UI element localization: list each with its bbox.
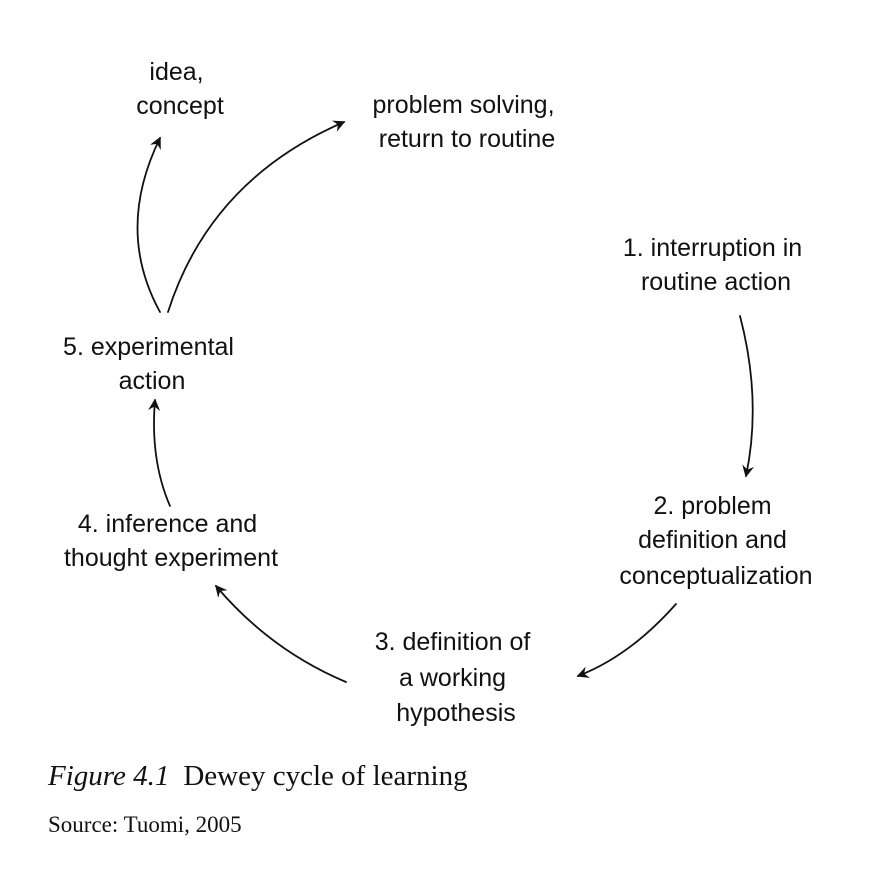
figure-source: Source: Tuomi, 2005 <box>48 812 242 837</box>
arrow-step3-to-step4 <box>215 584 347 683</box>
label-problem-solving: problem solving, return to routine <box>373 91 562 153</box>
figure-caption: Figure 4.1 Dewey cycle of learning <box>48 760 468 793</box>
label-step-5-line-2: action <box>119 367 186 395</box>
label-step-2-line-2: definition and <box>638 526 787 554</box>
label-step-2: 2. problem definition and conceptualizat… <box>619 492 812 590</box>
arrow-step5-to-problem-solving <box>167 120 346 313</box>
label-step-1: 1. interruption in routine action <box>623 234 809 296</box>
label-idea-concept-line-2: concept <box>136 92 224 120</box>
label-step-2-line-1: 2. problem <box>653 492 771 520</box>
cycle-diagram: idea, concept problem solving, return to… <box>63 58 813 727</box>
arrow-step4-to-step5 <box>148 398 171 507</box>
arrow-step1-to-step2 <box>739 315 755 478</box>
label-step-4: 4. inference and thought experiment <box>64 510 278 572</box>
label-step-3-line-3: hypothesis <box>396 699 516 727</box>
label-step-3: 3. definition of a working hypothesis <box>375 628 538 727</box>
figure-number: Figure 4.1 <box>48 760 170 792</box>
label-step-4-line-1: 4. inference and <box>78 510 257 538</box>
label-step-2-line-3: conceptualization <box>619 562 812 590</box>
arrow-step2-to-step3 <box>576 603 677 678</box>
label-idea-concept-line-1: idea, <box>149 58 203 86</box>
label-step-3-line-2: a working <box>399 664 506 692</box>
label-problem-solving-line-1: problem solving, <box>373 91 555 119</box>
label-step-3-line-1: 3. definition of <box>375 628 531 656</box>
label-step-1-line-2: routine action <box>641 268 791 296</box>
figure-title: Dewey cycle of learning <box>183 760 468 792</box>
label-step-5-line-1: 5. experimental <box>63 333 234 361</box>
label-step-4-line-2: thought experiment <box>64 544 278 572</box>
label-idea-concept: idea, concept <box>136 58 224 120</box>
label-step-1-line-1: 1. interruption in <box>623 234 802 262</box>
arrow-step5-to-idea <box>136 136 161 313</box>
label-step-5: 5. experimental action <box>63 333 241 395</box>
label-problem-solving-line-2: return to routine <box>379 125 556 153</box>
